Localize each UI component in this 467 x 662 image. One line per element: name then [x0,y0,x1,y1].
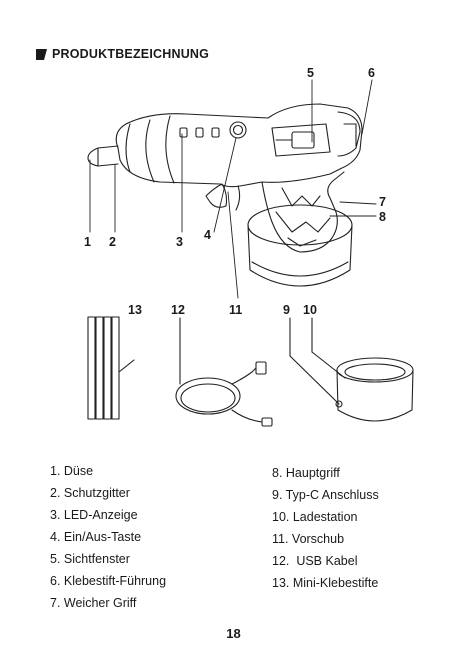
leader-lines-top [90,80,376,298]
legend-item: 8. Hauptgriff [272,462,379,484]
usb-cable [176,318,272,426]
legend-left: 1. Düse 2. Schutzgitter 3. LED-Anzeige 4… [50,460,166,614]
callout-4: 4 [204,229,211,242]
callout-2: 2 [109,236,116,249]
legend-item: 4. Ein/Aus-Taste [50,526,166,548]
legend-item: 13. Mini-Klebestifte [272,572,379,594]
mini-glue-sticks [88,317,134,419]
callout-9: 9 [283,304,290,317]
legend-item: 5. Sichtfenster [50,548,166,570]
callout-13: 13 [128,304,142,317]
legend-item: 2. Schutzgitter [50,482,166,504]
product-illustration [0,0,467,460]
callout-1: 1 [84,236,91,249]
legend-item: 1. Düse [50,460,166,482]
callout-11: 11 [229,304,242,317]
callout-6: 6 [368,67,375,80]
legend-right: 8. Hauptgriff 9. Typ-C Anschluss 10. Lad… [272,462,379,594]
main-handle [262,172,344,252]
legend-item: 7. Weicher Griff [50,592,166,614]
callout-8: 8 [379,211,386,224]
page-number: 18 [0,626,467,641]
legend-item: 12. USB Kabel [272,550,379,572]
callout-10: 10 [303,304,317,317]
charging-station [290,318,413,421]
callout-5: 5 [307,67,314,80]
gun-body [88,104,362,210]
legend-item: 6. Klebestift-Führung [50,570,166,592]
callout-12: 12 [171,304,185,317]
legend-item: 3. LED-Anzeige [50,504,166,526]
callout-3: 3 [176,236,183,249]
legend-item: 11. Vorschub [272,528,379,550]
callout-7: 7 [379,196,386,209]
legend-item: 10. Ladestation [272,506,379,528]
legend-item: 9. Typ-C Anschluss [272,484,379,506]
